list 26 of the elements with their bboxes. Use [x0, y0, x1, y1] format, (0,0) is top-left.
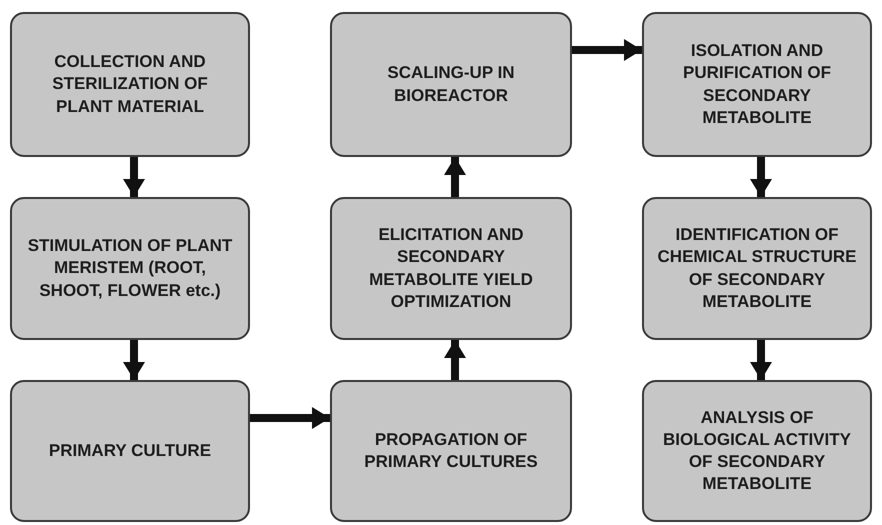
step-text: PRIMARY CULTURE — [48, 440, 212, 462]
arrow — [750, 340, 772, 380]
process-box — [642, 380, 872, 522]
process-box — [10, 197, 250, 340]
arrow — [123, 157, 145, 197]
step-text: ANALYSIS OF BIOLOGICAL ACTIVITY OF SECONDARY METABOLITE — [662, 406, 852, 496]
arrow — [444, 157, 466, 197]
process-box — [330, 12, 572, 157]
arrow — [444, 340, 466, 380]
step-text: IDENTIFICATION OF CHEMICAL STRUCTURE OF SECONDARY METABOLITE — [656, 224, 858, 313]
arrow — [123, 340, 145, 380]
step-text: COLLECTION AND STERILIZATION OF PLANT MATERIAL — [51, 51, 209, 118]
arrow — [250, 407, 330, 429]
step-text: ISOLATION AND PURIFICATION OF SECONDARY METABOLITE — [682, 40, 832, 129]
arrow — [750, 157, 772, 197]
step-text: SCALING-UP IN BIOREACTOR — [386, 62, 516, 106]
step-text: PROPAGATION OF PRIMARY CULTURES — [363, 428, 539, 473]
process-box — [642, 197, 872, 340]
step-text: ELICITATION AND SECONDARY METABOLITE YIELD OPTIMIZATION — [368, 224, 534, 313]
arrow — [572, 39, 642, 61]
process-box — [330, 197, 572, 340]
step-text: STIMULATION OF PLANT MERISTEM (ROOT, SHOOT, FLOWER etc.) — [26, 235, 234, 302]
process-box — [10, 380, 250, 522]
process-box — [642, 12, 872, 157]
process-box — [330, 380, 572, 522]
process-box — [10, 12, 250, 157]
